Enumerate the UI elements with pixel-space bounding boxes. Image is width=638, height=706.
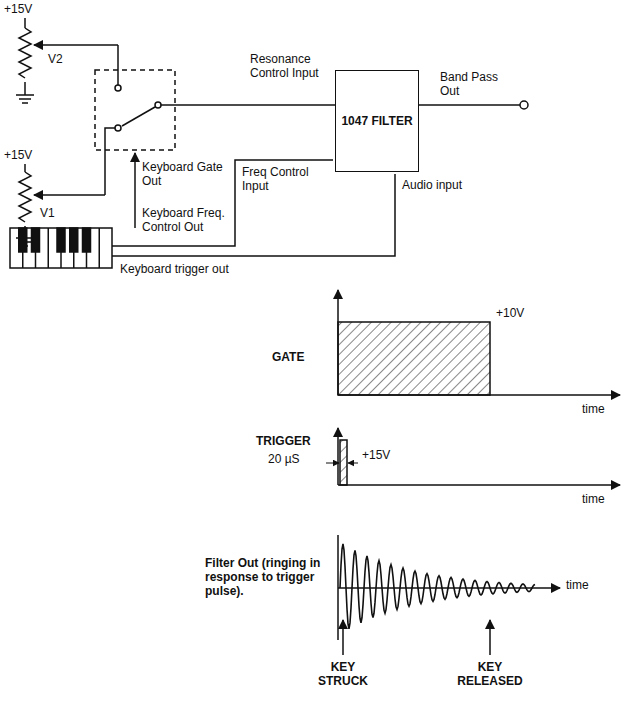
trigger-pulse: [340, 440, 347, 485]
chart-label: GATE: [272, 350, 332, 364]
gate-wire: [134, 153, 136, 228]
key-line: [99, 228, 101, 268]
axis-label: time: [582, 402, 632, 416]
wire: [105, 128, 115, 195]
wire: [415, 104, 520, 106]
chart-label: TRIGGER: [256, 434, 326, 448]
signal-label: Keyboard trigger out: [120, 262, 320, 276]
switch-contact: [115, 125, 121, 131]
axis: [337, 428, 339, 485]
wire: [24, 82, 26, 95]
wire: [112, 160, 333, 246]
black-key: [19, 228, 27, 252]
wiper-arrow: [34, 44, 118, 46]
gate-pulse: [338, 322, 490, 395]
black-key: [83, 228, 91, 252]
axis-label: time: [566, 578, 616, 592]
switch-contact: [115, 85, 121, 91]
ground-symbol: [16, 95, 34, 103]
event-label: KEY RELEASED: [452, 660, 528, 688]
event-label: KEY STRUCK: [310, 660, 376, 688]
black-key: [70, 228, 78, 252]
ringing-waveform: [340, 544, 535, 629]
voltage-label: +15V: [4, 2, 54, 16]
filter-box: 1047 FILTER: [335, 70, 419, 172]
pot-label: V2: [48, 52, 78, 66]
keyboard-symbol: [10, 228, 112, 268]
resistor-symbol: [19, 172, 31, 222]
event-arrow: [489, 620, 491, 655]
wire: [117, 45, 119, 85]
switch-blade: [122, 107, 155, 126]
signal-label: Keyboard Gate Out: [142, 160, 230, 188]
axis: [338, 484, 620, 486]
width-arrow: [348, 463, 358, 464]
wire: [24, 164, 26, 172]
wire: [24, 18, 26, 28]
relay-box: [95, 70, 175, 150]
width-arrow: [326, 463, 339, 464]
black-key: [57, 228, 65, 252]
wire: [161, 104, 335, 106]
signal-label: Keyboard Freq. Control Out: [142, 206, 232, 234]
event-arrow: [342, 620, 344, 655]
level-label: +15V: [362, 448, 412, 462]
level-label: +10V: [496, 306, 556, 320]
axis-label: time: [582, 492, 632, 506]
key-line: [48, 228, 50, 268]
output-terminal: [520, 101, 528, 109]
wiper-arrow: [34, 194, 105, 196]
output-label: Band Pass Out: [440, 70, 510, 98]
input-label: Freq Control Input: [242, 165, 334, 193]
voltage-label: +15V: [4, 148, 54, 162]
input-label: Audio input: [402, 178, 492, 192]
chart-label: Filter Out (ringing in response to trigg…: [205, 556, 330, 598]
duration-label: 20 µS: [268, 452, 324, 466]
resistor-symbol: [19, 28, 31, 78]
pot-label: V1: [40, 206, 70, 220]
input-label: Resonance Control Input: [250, 52, 330, 80]
black-key: [32, 228, 40, 252]
node-text: 1047 FILTER: [341, 114, 412, 129]
switch-contact: [155, 102, 161, 108]
